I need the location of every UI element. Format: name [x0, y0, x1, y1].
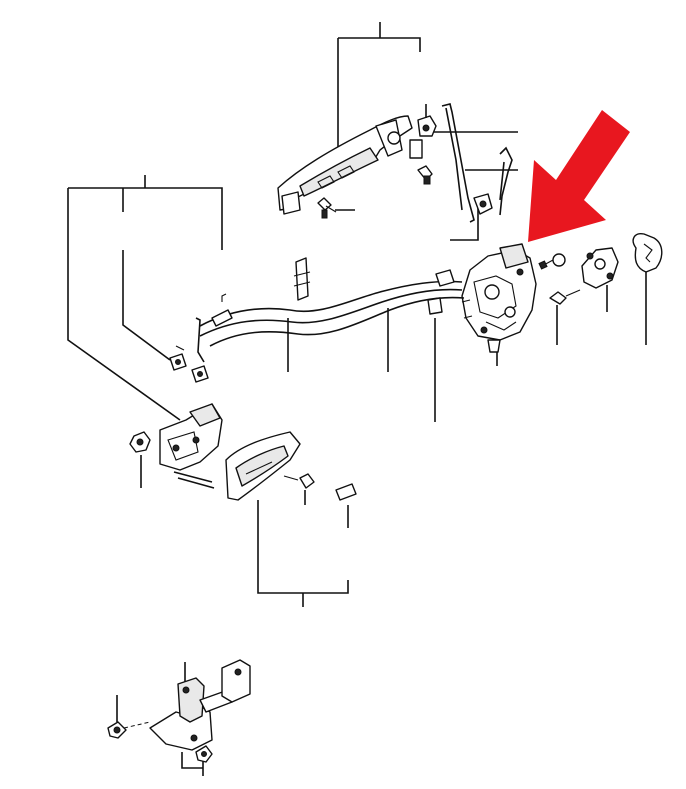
striker-cover	[632, 233, 663, 273]
red-arrow-icon	[528, 110, 630, 242]
inner-nut	[129, 431, 151, 453]
checker-bolt	[107, 721, 127, 739]
handle-clip	[417, 104, 437, 137]
cable-rod-bracket	[293, 257, 311, 301]
handle-cap	[335, 483, 357, 501]
door-striker	[581, 247, 619, 289]
handle-bolt	[417, 165, 433, 185]
cable-clip	[427, 297, 443, 315]
door-checker	[123, 659, 251, 751]
handle-screw	[317, 197, 337, 219]
callout-left-bracket	[67, 175, 223, 421]
actuator-screw	[549, 289, 581, 305]
inner-handle-screw	[283, 473, 315, 489]
actuator-bolt	[538, 253, 566, 270]
callout-inner-handle	[257, 500, 349, 607]
lock-rods	[441, 103, 513, 223]
highlight-arrow	[528, 110, 630, 242]
outside-door-handle	[277, 115, 423, 215]
callout-clip-latch	[450, 206, 479, 241]
inner-handle-base	[159, 403, 223, 489]
inner-door-handle	[225, 431, 301, 501]
release-cables	[199, 269, 465, 347]
callout-lines	[67, 22, 647, 776]
callout-rod-clip-left	[122, 250, 171, 361]
door-lock-actuator	[461, 243, 537, 353]
checker-nut	[195, 745, 213, 763]
inner-rod-clip	[169, 317, 209, 383]
rod-clip	[473, 193, 493, 215]
